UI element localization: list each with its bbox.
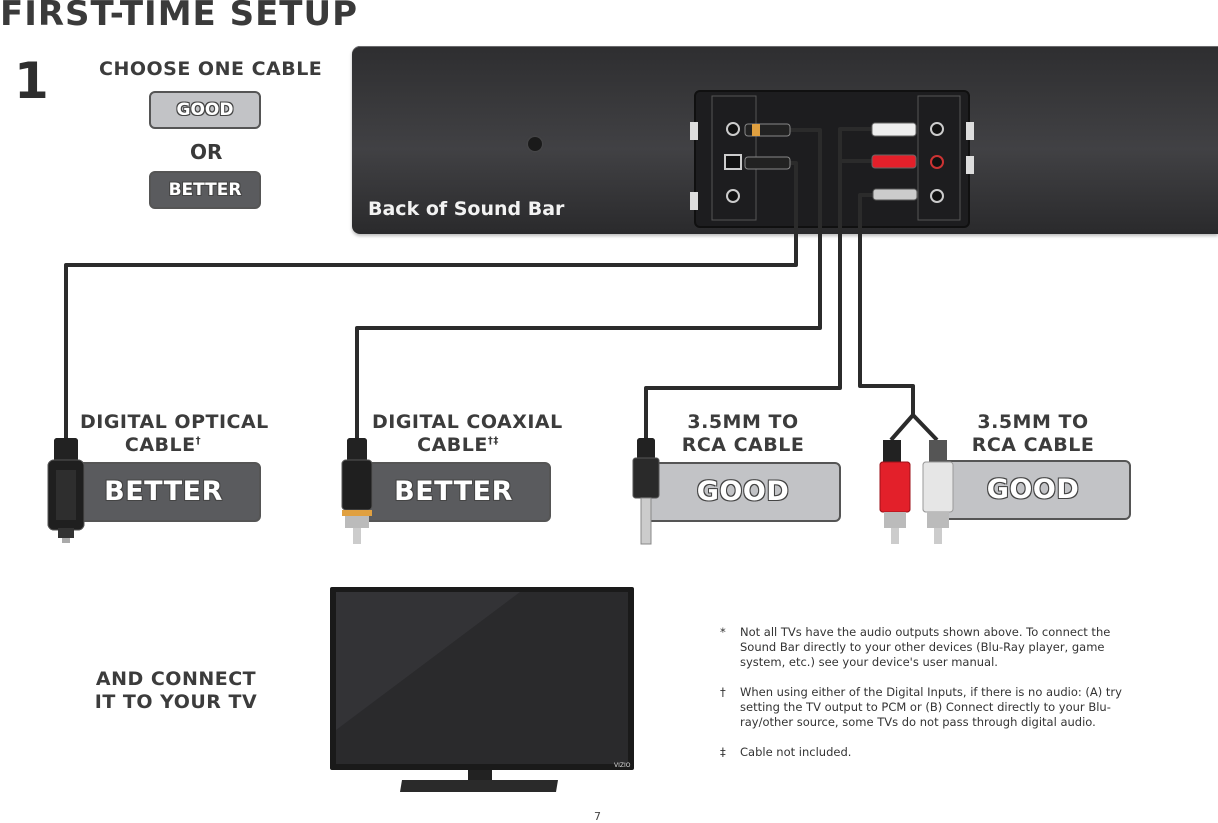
tv-illustration xyxy=(330,587,634,792)
optical-name-line2: CABLE xyxy=(124,434,196,456)
step-number: 1 xyxy=(14,52,49,110)
coaxial-cable-wire xyxy=(355,128,822,440)
footnote: * Not all TVs have the audio outputs sho… xyxy=(720,625,1140,670)
soundbar-label: Back of Sound Bar xyxy=(368,198,565,220)
rca2-name-line1: 3.5MM TO xyxy=(977,411,1089,433)
legend-better-badge: BETTER xyxy=(149,171,261,209)
optical-footnote-mark: † xyxy=(195,435,202,447)
optical-name-line1: DIGITAL OPTICAL xyxy=(80,411,269,433)
rca-cable-heading-1: 3.5MM TO RCA CABLE xyxy=(680,411,806,457)
page-number: 7 xyxy=(594,810,601,823)
legend-or-label: OR xyxy=(190,140,223,164)
footnote: ‡ Cable not included. xyxy=(720,745,1140,760)
optical-cable-heading: DIGITAL OPTICAL CABLE† xyxy=(80,411,268,457)
footnote-text: Not all TVs have the audio outputs shown… xyxy=(740,625,1111,669)
footnote-text: When using either of the Digital Inputs,… xyxy=(740,685,1122,729)
coaxial-cable-heading: DIGITAL COAXIAL CABLE†‡ xyxy=(372,411,562,457)
footnotes: * Not all TVs have the audio outputs sho… xyxy=(720,625,1140,775)
rca2-name-line2: RCA CABLE xyxy=(971,434,1095,456)
footnote-symbol: ‡ xyxy=(720,745,726,759)
port-jacks xyxy=(690,95,974,221)
footnote: † When using either of the Digital Input… xyxy=(720,685,1140,730)
legend-good-badge: GOOD xyxy=(149,91,261,129)
port-panel xyxy=(694,90,970,228)
optical-cable-wire xyxy=(64,161,798,440)
rca1-name-line1: 3.5MM TO xyxy=(687,411,799,433)
coaxial-name-line1: DIGITAL COAXIAL xyxy=(372,411,563,433)
coaxial-footnote-mark: †‡ xyxy=(487,435,499,447)
footnote-symbol: * xyxy=(720,625,726,639)
rca1-name-line2: RCA CABLE xyxy=(681,434,805,456)
footnote-text: Cable not included. xyxy=(740,745,852,759)
soundbar-plugs xyxy=(744,122,918,201)
rca-cable-heading-2: 3.5MM TO RCA CABLE xyxy=(970,411,1096,457)
rca1-rating-badge: GOOD xyxy=(645,462,841,522)
page-title: FIRST-TIME SETUP xyxy=(0,0,359,34)
mount-hole xyxy=(528,137,542,151)
coaxial-name-line2: CABLE xyxy=(417,434,488,456)
coaxial-rating-badge: BETTER xyxy=(356,462,551,522)
tv-brand-logo: VIZIO xyxy=(614,762,631,769)
optical-rating-badge: BETTER xyxy=(66,462,261,522)
connect-line1: AND CONNECT xyxy=(95,668,257,690)
choose-heading: CHOOSE ONE CABLE xyxy=(99,58,323,80)
rca-to-35mm-wire-a xyxy=(644,127,880,440)
connect-line2: IT TO YOUR TV xyxy=(94,691,258,713)
connect-heading: AND CONNECT IT TO YOUR TV xyxy=(92,668,260,714)
rca2-rating-badge: GOOD xyxy=(935,460,1131,520)
footnote-symbol: † xyxy=(720,685,726,699)
cable-wires xyxy=(64,127,939,442)
